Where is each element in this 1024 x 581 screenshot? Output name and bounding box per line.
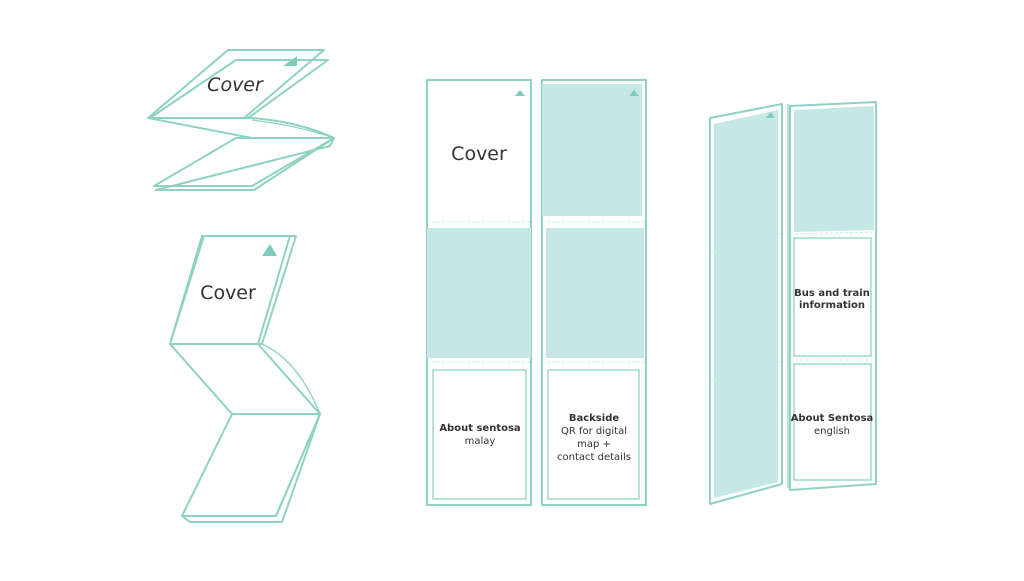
perspective-bottom-title: About Sentosa [791,413,874,424]
panel-left-bottom-title: About sentosa [439,423,520,434]
zigzag-corner-marker [262,244,277,256]
perspective-right-page [789,101,877,491]
panel-middle-line-1: QR for digital [561,426,627,437]
perspective-right-fold-1 [789,231,877,235]
perspective-right-top-fill [794,106,874,232]
panel-left-bottom-subtitle: malay [465,436,496,447]
sketch-top-middle-fold [147,117,335,139]
perspective-right-bottom-box [793,363,872,481]
perspective-middle-title-2: information [799,300,865,311]
panel-middle-bottom-box [547,369,640,500]
panel-middle-strip: Backside QR for digital map + contact de… [541,79,647,506]
panel-left-strip: Cover About sentosa malay [426,79,532,506]
panel-left-corner-marker [515,90,525,96]
panel-middle-middle-fill [546,228,644,358]
zigzag-leaflet-sketch: Cover [169,235,321,523]
sketch-top-fold-curve [251,119,335,139]
sketch-top-lower-back [155,137,335,191]
panel-left-cover-label: Cover [451,143,507,165]
sketch-top-cover-label: Cover [207,74,264,96]
panel-middle-corner-marker [629,90,639,96]
perspective-bottom-subtitle: english [814,426,850,437]
perspective-leaflet: Bus and train information About Sentosa … [709,101,877,505]
panel-middle-bottom-title: Backside [569,413,619,424]
folded-leaflet-sketch: Cover [147,49,335,191]
panel-middle-line-2: map + [577,439,611,450]
zigzag-bottom-back [181,413,321,523]
sketch-top-corner-marker [283,56,297,66]
panel-middle-top-fill [542,84,642,216]
zigzag-middle-page [169,343,321,415]
zigzag-bottom-page [181,413,321,517]
perspective-left-marker [766,112,774,118]
perspective-middle-title-1: Bus and train [794,288,870,299]
zigzag-cover-label: Cover [200,282,256,304]
perspective-left-fold-2 [709,361,783,381]
panel-middle-border [541,79,647,506]
perspective-right-middle-box [793,237,872,357]
panel-left-middle-fill [427,228,531,358]
sketch-top-lower-page [153,137,335,187]
zigzag-middle-fold-curve [261,343,321,415]
panel-left-bottom-box [432,369,527,500]
perspective-left-fill [714,110,778,498]
perspective-left-fold-1 [709,233,783,253]
panel-middle-line-3: contact details [557,452,631,463]
